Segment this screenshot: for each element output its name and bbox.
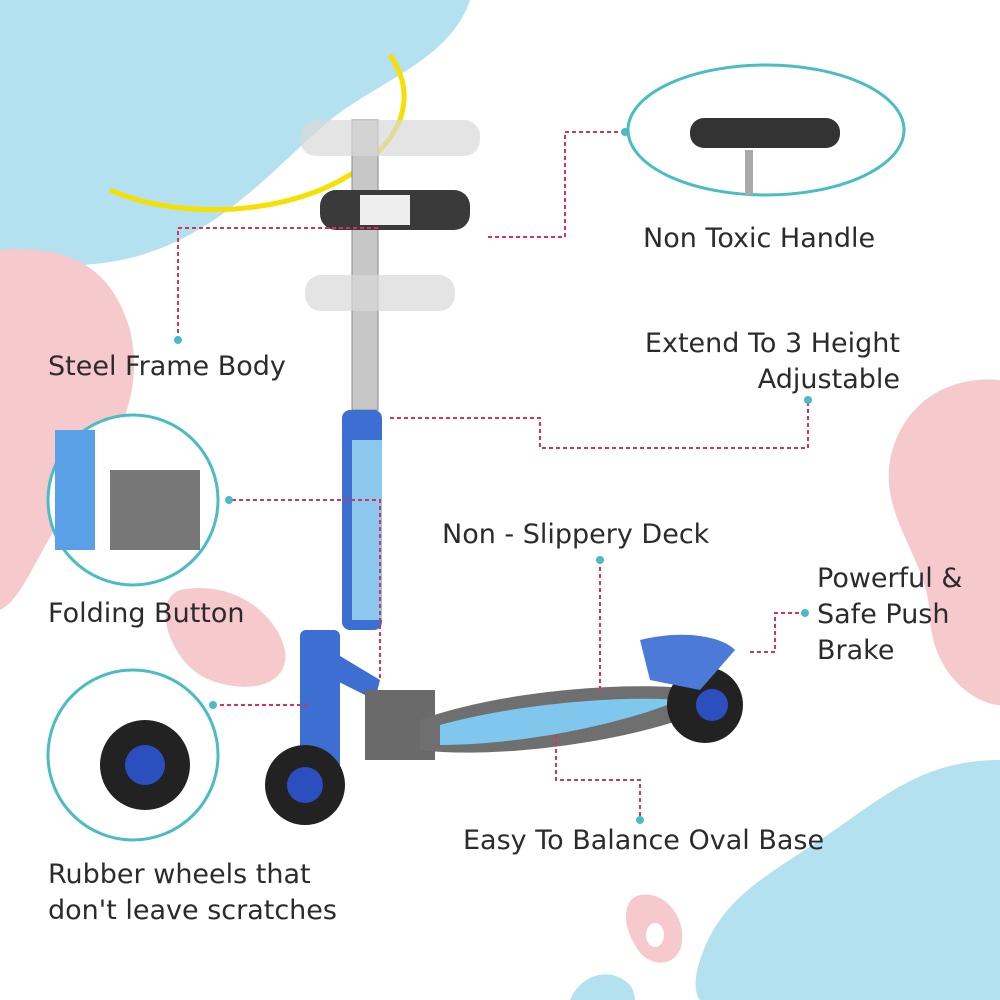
scooter-image <box>265 119 743 825</box>
label-height-line1: Extend To 3 Height <box>644 328 900 359</box>
label-steel-frame: Steel Frame Body <box>48 351 286 382</box>
pink-blob-folding <box>165 588 286 687</box>
label-non-toxic-handle: Non Toxic Handle <box>643 223 876 254</box>
blue-blob-top-left <box>0 0 470 266</box>
blue-blob-bottom-mid <box>570 974 635 1000</box>
label-wheels-line1: Rubber wheels that <box>48 859 311 890</box>
pink-blob-left <box>0 249 134 610</box>
pink-blob-right <box>888 379 1000 705</box>
label-deck: Non - Slippery Deck <box>442 519 710 550</box>
blue-blob-bottom-right <box>695 760 1000 1000</box>
leader-lines <box>177 131 809 820</box>
label-wheels-line2: don't leave scratches <box>48 895 337 926</box>
label-brake-line2: Safe Push <box>817 599 950 630</box>
label-brake-line3: Brake <box>817 635 895 666</box>
label-height-line2: Adjustable <box>757 364 900 395</box>
label-oval-base: Easy To Balance Oval Base <box>463 825 825 856</box>
label-folding-button: Folding Button <box>48 598 245 629</box>
leader-dots <box>174 128 812 824</box>
label-brake-line1: Powerful & <box>817 563 963 594</box>
